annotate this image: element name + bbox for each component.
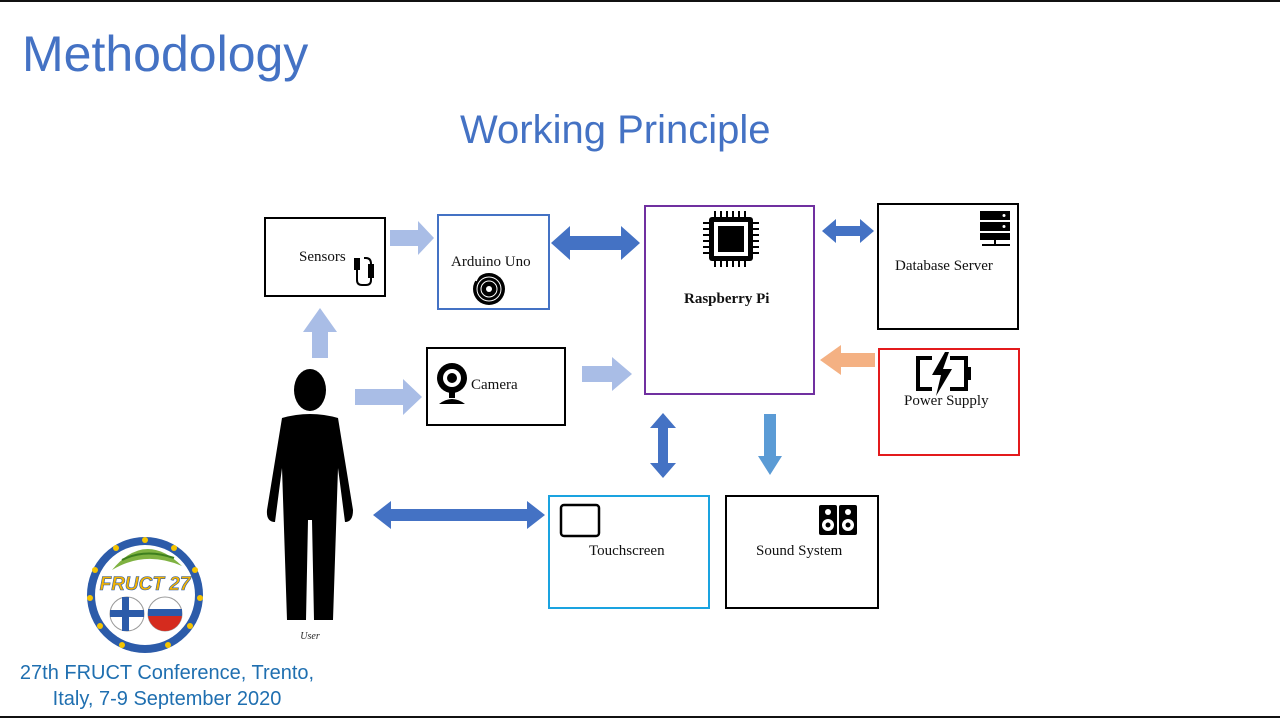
footer-line-1: 27th FRUCT Conference, Trento, (19, 662, 315, 684)
arrow-user-to-sensors (303, 308, 337, 358)
conference-footer: 27th FRUCT Conference, Trento, Italy, 7-… (0, 660, 334, 712)
logo-wordmark: FRUCT 27 (100, 574, 192, 595)
arrow-raspberry-database (822, 219, 874, 243)
camera-label: Camera (471, 377, 518, 393)
slide-bottom-border (0, 716, 1280, 718)
sensor-plug-icon (354, 257, 374, 286)
power-label: Power Supply (904, 393, 989, 409)
power-box (878, 348, 1020, 456)
diagram-subtitle: Working Principle (460, 108, 771, 152)
arrow-arduino-raspberry (551, 226, 640, 260)
arrow-power-to-raspberry (820, 345, 875, 375)
speakers-icon (819, 505, 857, 535)
tablet-icon (559, 503, 601, 538)
fruct-logo: FRUCT 27 (87, 537, 203, 653)
arrow-user-to-camera (355, 379, 422, 415)
arrow-raspberry-to-sound (758, 414, 782, 475)
arrow-raspberry-touchscreen (650, 413, 676, 478)
raspberry-label: Raspberry Pi (684, 291, 770, 307)
database-label: Database Server (895, 258, 993, 274)
arrow-user-touchscreen (373, 501, 545, 529)
cpu-chip-icon (703, 211, 759, 267)
webcam-icon (437, 363, 467, 404)
user-caption: User (300, 631, 320, 642)
server-icon (980, 211, 1010, 246)
sensors-label: Sensors (299, 249, 346, 265)
sound-label: Sound System (756, 543, 843, 559)
person-silhouette-icon (266, 369, 353, 620)
disc-icon (473, 270, 505, 305)
charging-battery-icon (916, 352, 971, 396)
footer-line-2: Italy, 7-9 September 2020 (52, 688, 282, 710)
slide-title: Methodology (22, 26, 309, 82)
arduino-label: Arduino Uno (451, 254, 531, 270)
arrow-sensors-to-arduino (390, 221, 434, 255)
touchscreen-label: Touchscreen (589, 543, 665, 559)
arrow-camera-to-raspberry (582, 357, 632, 391)
slide-top-border (0, 0, 1280, 2)
